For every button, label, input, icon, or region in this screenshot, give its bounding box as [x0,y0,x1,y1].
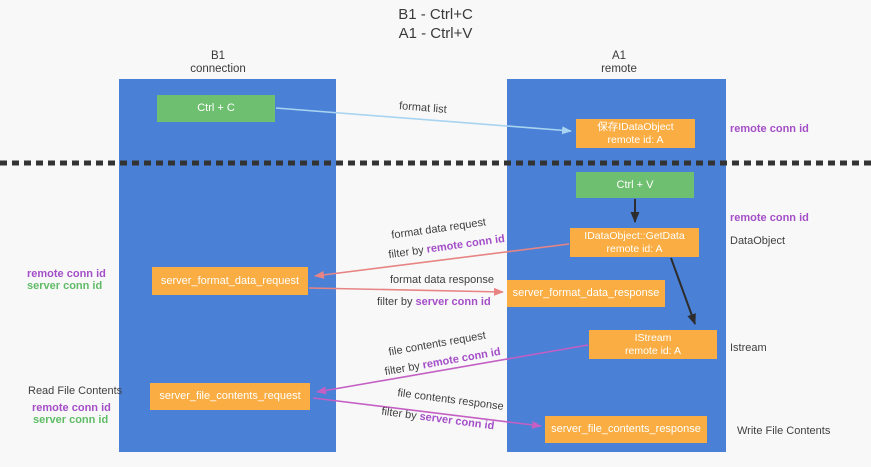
remote-conn-id-right-label-2: remote conn id [730,212,809,224]
title-line-1: B1 - Ctrl+C [398,6,473,23]
filter-by-text: filter by [377,296,413,308]
format-data-response-label: format data response [390,274,494,286]
getdata-box: IDataObject::GetData remote id: A [570,228,699,257]
ctrl-v-box: Ctrl + V [576,172,694,198]
save-dataobject-line2: remote id: A [607,133,664,146]
ctrl-c-box: Ctrl + C [157,95,275,122]
getdata-line1: IDataObject::GetData [584,229,685,242]
remote-conn-id-right-label-1: remote conn id [730,123,809,135]
ctrl-c-label: Ctrl + C [197,102,235,114]
ctrl-v-label: Ctrl + V [616,178,654,191]
lane-header-b1: B1 connection [118,50,318,75]
arrow-format-data-response [308,287,504,296]
server-format-data-response-box: server_format_data_response [507,280,665,307]
lane-b1-title: B1 [210,50,226,62]
remote-conn-id-left-label-1: remote conn id [27,268,106,280]
server-format-data-request-box: server_format_data_request [152,267,308,295]
server-conn-id-left-label-2: server conn id [33,414,109,426]
server-file-contents-response-label: server_file_contents_response [551,423,701,435]
title-line-2: A1 - Ctrl+V [398,25,473,42]
lane-b1-subtitle: connection [190,62,246,75]
read-file-contents-label: Read File Contents [28,385,123,397]
server-format-data-request-label: server_format_data_request [160,274,300,287]
lane-a1-title: A1 [611,50,627,62]
remote-conn-id-left-label-2: remote conn id [32,402,111,414]
lane-header-a1: A1 remote [519,50,719,75]
server-file-contents-request-label: server_file_contents_request [159,390,301,402]
istream-line1: IStream [634,331,672,344]
getdata-line2: remote id: A [606,242,663,255]
server-conn-id-text: server conn id [415,296,491,308]
filter-by-text: filter by [387,244,425,262]
write-file-contents-label: Write File Contents [737,425,831,437]
filter-by-text: filter by [383,360,421,379]
server-conn-id-text: server conn id [418,410,495,433]
istream-side-label: Istream [730,342,767,354]
istream-line2: remote id: A [624,344,682,357]
server-conn-id-left-label-1: server conn id [27,280,103,292]
save-dataobject-line1: 保存IDataObject [597,120,674,133]
format-list-label: format list [398,100,448,116]
diagram-title: B1 - Ctrl+C A1 - Ctrl+V [0,5,871,43]
lane-a1-subtitle: remote [601,62,637,75]
server-format-data-response-label: server_format_data_response [512,287,660,299]
server-file-contents-response-box: server_file_contents_response [545,416,707,443]
filter-by-text: filter by [380,405,418,423]
save-dataobject-box: 保存IDataObject remote id: A [576,119,695,148]
istream-box: IStream remote id: A [589,330,717,359]
server-file-contents-request-box: server_file_contents_request [150,383,310,410]
remote-conn-id-text: remote conn id [425,232,506,256]
dataobject-label: DataObject [730,235,786,247]
